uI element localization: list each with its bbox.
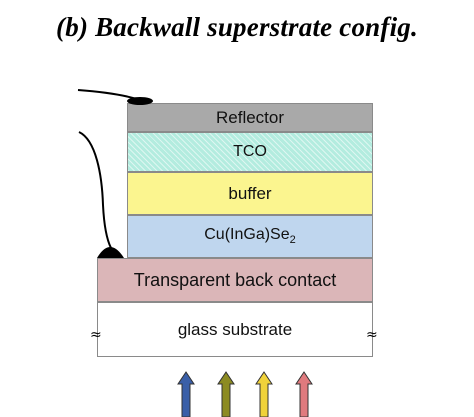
diagram-title: (b) Backwall superstrate config.	[56, 12, 418, 42]
tco-label: TCO	[233, 143, 267, 160]
back-contact-dot	[97, 247, 124, 258]
tco-layer: TCO	[127, 132, 373, 172]
reflector-label: Reflector	[215, 107, 285, 127]
left-break-mark: ≈	[90, 327, 102, 343]
right-break-mark: ≈	[366, 327, 378, 343]
back-contact-label: Transparent back contact	[133, 269, 337, 290]
top-contact-dot	[127, 97, 153, 105]
buffer-layer: buffer	[127, 172, 373, 215]
light-arrow-1	[177, 371, 195, 417]
light-arrow-2	[217, 371, 235, 417]
buffer-label: buffer	[228, 183, 272, 203]
light-arrow-3	[255, 371, 273, 417]
glass-substrate-layer: glass substrate	[97, 302, 373, 357]
absorber-label: Cu(InGa)Se2	[204, 226, 296, 247]
side-wire	[78, 131, 112, 249]
back-contact-layer: Transparent back contact	[97, 258, 373, 302]
glass-substrate-label: glass substrate	[177, 319, 293, 339]
absorber-layer: Cu(InGa)Se2	[127, 215, 373, 258]
reflector-layer: Reflector	[127, 103, 373, 132]
light-arrows	[177, 371, 313, 417]
light-arrow-4	[295, 371, 313, 417]
